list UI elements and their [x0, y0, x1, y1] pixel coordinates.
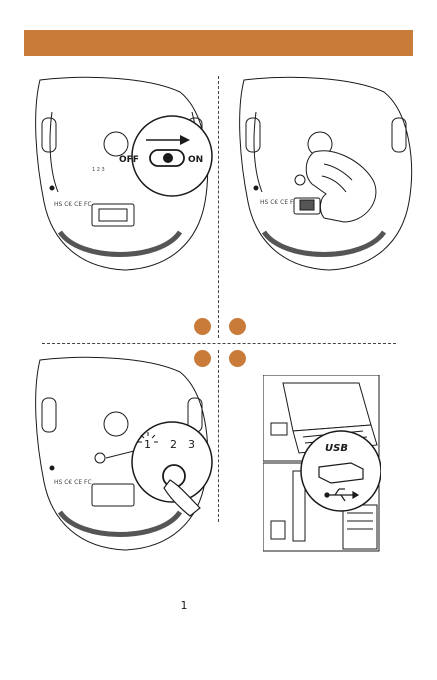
laptop-icon: [271, 423, 287, 435]
step-marker-4: [229, 350, 246, 367]
power-switch-zoom: OFF ON: [119, 116, 212, 196]
channel-button-zoom: 1 2 3: [132, 422, 212, 516]
channel-3: 3: [188, 438, 195, 451]
header-banner: [24, 30, 413, 56]
channel-2: 2: [170, 438, 177, 451]
usb-receiver-icon: [319, 463, 363, 483]
usb-label: USB: [325, 443, 348, 454]
step-marker-2: [229, 318, 246, 335]
mouse-cert-marks: HS C€ CE FC: [54, 479, 92, 486]
step1-power-on-illustration: 1 2 3 HS C€ CE FC OFF ON: [30, 72, 220, 278]
usb-receiver: [294, 198, 320, 214]
step4-plug-receiver-illustration: USB: [263, 375, 381, 553]
desktop-icon: [271, 521, 285, 539]
step-marker-1: [194, 318, 211, 335]
switch-on-label: ON: [188, 155, 203, 165]
usb-callout: USB: [301, 431, 381, 511]
step2-remove-receiver-illustration: HS C€ CE FC: [234, 72, 424, 278]
mouse-cert-marks: HS C€ CE FC: [54, 201, 92, 208]
step3-channel-select-illustration: HS C€ CE FC 1 2 3: [30, 352, 220, 558]
mouse-cert-marks: HS C€ CE FC: [260, 199, 298, 206]
switch-off-label: OFF: [119, 155, 139, 165]
mouse-channel-numbers: 1 2 3: [92, 167, 105, 173]
horizontal-divider: [42, 343, 396, 344]
channel-1: 1: [144, 438, 151, 451]
page-number: 1: [177, 599, 191, 612]
